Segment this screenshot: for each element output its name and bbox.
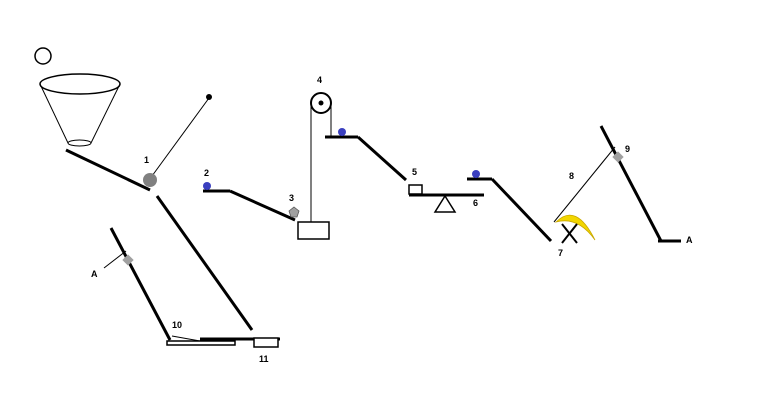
- left-a-string: [103, 250, 127, 269]
- ramp-2: [203, 189, 296, 222]
- label-11: 11: [259, 354, 269, 364]
- right-pendulum-bar: [599, 125, 663, 242]
- lever-arm: [151, 97, 210, 177]
- ball-6: [472, 170, 480, 178]
- label-5: 5: [412, 167, 417, 177]
- label-1: 1: [144, 155, 149, 165]
- small-ring: [34, 47, 52, 65]
- lever-tip: [206, 94, 212, 100]
- label-6: 6: [473, 198, 478, 208]
- string-8: [553, 146, 616, 223]
- left-pendulum-bar: [109, 227, 172, 341]
- label-a-left: A: [91, 269, 98, 279]
- ramp-4: [325, 135, 408, 182]
- ball-1: [143, 173, 157, 187]
- label-2: 2: [204, 168, 209, 178]
- seesaw-6: [408, 184, 484, 213]
- cross-7: [561, 223, 578, 244]
- box-11: [253, 337, 279, 348]
- ball-4: [338, 128, 346, 136]
- left-weight: [122, 254, 134, 266]
- label-9: 9: [625, 144, 630, 154]
- label-3: 3: [289, 193, 294, 203]
- long-ramp: [155, 195, 254, 331]
- pulley-4: [310, 92, 332, 222]
- pentagon-3: [288, 206, 300, 218]
- label-4: 4: [317, 75, 322, 85]
- crescent-7: [554, 214, 596, 241]
- label-8: 8: [569, 171, 574, 181]
- funnel: [39, 73, 121, 147]
- funnel-ramp: [65, 148, 151, 192]
- label-a-right: A: [686, 235, 693, 245]
- label-10: 10: [172, 320, 182, 330]
- ramp-6: [467, 177, 553, 243]
- ball-2: [203, 182, 211, 190]
- counterweight-box: [297, 221, 330, 240]
- label-7: 7: [558, 248, 563, 258]
